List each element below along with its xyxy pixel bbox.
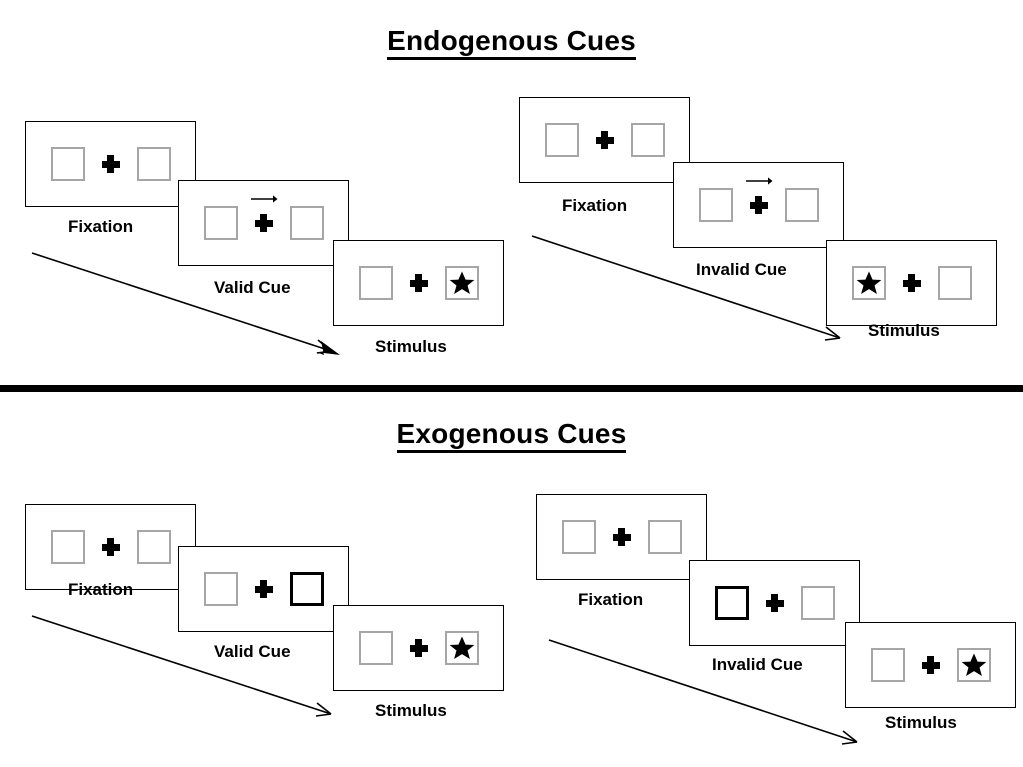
- caption-exo-invalid-stimulus: Stimulus: [885, 713, 957, 732]
- caption-endo-invalid-fixation: Fixation: [562, 196, 628, 215]
- star-icon: [449, 271, 474, 294]
- left-target-box: [851, 266, 886, 300]
- right-target-box: [444, 631, 479, 665]
- plus-cross-icon: [902, 266, 922, 300]
- left-placeholder-box: [544, 123, 579, 157]
- right-target-box: [956, 648, 991, 682]
- plus-cross-icon: [409, 631, 429, 665]
- section-divider: [0, 385, 1023, 392]
- plus-cross-icon: [409, 266, 429, 300]
- plus-cross-icon: [595, 123, 615, 157]
- caption-exo-valid-stimulus: Stimulus: [375, 701, 447, 720]
- plus-cross-icon: [250, 195, 277, 240]
- star-icon: [449, 636, 474, 659]
- trial-frame-exo-invalid-fixation[interactable]: [536, 494, 707, 580]
- section-title-exogenous: Exogenous Cues: [0, 418, 1023, 453]
- caption-endo-invalid-cue: Invalid Cue: [696, 260, 787, 279]
- caption-exo-valid-fixation: Fixation: [68, 580, 134, 599]
- caption-exo-valid-cue: Valid Cue: [214, 642, 291, 661]
- plus-cross-icon: [612, 520, 632, 554]
- caption-exo-invalid-fixation: Fixation: [578, 590, 644, 609]
- left-placeholder-box: [698, 188, 733, 222]
- caption-endo-valid-stimulus: Stimulus: [375, 337, 447, 356]
- trial-frame-exo-valid-cue[interactable]: [178, 546, 349, 632]
- plus-cross-icon: [921, 648, 941, 682]
- time-flow-arrow-icon: [548, 639, 858, 745]
- right-placeholder-box: [800, 586, 835, 620]
- left-placeholder-box: [203, 206, 238, 240]
- trial-frame-endo-valid-stimulus[interactable]: [333, 240, 504, 326]
- section-title-exogenous-text: Exogenous Cues: [396, 418, 627, 453]
- trial-frame-exo-valid-fixation[interactable]: [25, 504, 196, 590]
- left-placeholder-box: [203, 572, 238, 606]
- right-target-box: [444, 266, 479, 300]
- left-placeholder-box: [358, 266, 393, 300]
- right-placeholder-box: [289, 206, 324, 240]
- trial-frame-endo-invalid-fixation[interactable]: [519, 97, 690, 183]
- left-placeholder-box: [358, 631, 393, 665]
- trial-frame-endo-invalid-stimulus[interactable]: [826, 240, 997, 326]
- plus-cross-icon: [745, 177, 772, 222]
- arrow-right-icon: [250, 195, 277, 203]
- caption-endo-invalid-stimulus: Stimulus: [868, 321, 940, 340]
- trial-frame-exo-invalid-stimulus[interactable]: [845, 622, 1016, 708]
- right-placeholder-box: [784, 188, 819, 222]
- caption-endo-valid-fixation: Fixation: [68, 217, 134, 236]
- plus-cross-icon: [101, 147, 121, 181]
- right-placeholder-box: [647, 520, 682, 554]
- right-placeholder-box: [136, 530, 171, 564]
- star-icon: [856, 271, 881, 294]
- right-placeholder-box: [937, 266, 972, 300]
- caption-endo-valid-cue: Valid Cue: [214, 278, 291, 297]
- left-flashed-cue-box: [714, 586, 749, 620]
- trial-frame-endo-valid-cue[interactable]: [178, 180, 349, 266]
- trial-frame-exo-invalid-cue[interactable]: [689, 560, 860, 646]
- trial-frame-exo-valid-stimulus[interactable]: [333, 605, 504, 691]
- section-title-endogenous: Endogenous Cues: [0, 25, 1023, 60]
- right-placeholder-box: [136, 147, 171, 181]
- trial-frame-endo-invalid-cue[interactable]: [673, 162, 844, 248]
- plus-cross-icon: [765, 586, 785, 620]
- left-placeholder-box: [50, 147, 85, 181]
- left-placeholder-box: [561, 520, 596, 554]
- right-flashed-cue-box: [289, 572, 324, 606]
- trial-frame-endo-valid-fixation[interactable]: [25, 121, 196, 207]
- caption-exo-invalid-cue: Invalid Cue: [712, 655, 803, 674]
- left-placeholder-box: [50, 530, 85, 564]
- right-placeholder-box: [630, 123, 665, 157]
- arrow-right-icon: [745, 177, 772, 185]
- section-title-endogenous-text: Endogenous Cues: [387, 25, 636, 60]
- plus-cross-icon: [254, 572, 274, 606]
- star-icon: [961, 653, 986, 676]
- plus-cross-icon: [101, 530, 121, 564]
- left-placeholder-box: [870, 648, 905, 682]
